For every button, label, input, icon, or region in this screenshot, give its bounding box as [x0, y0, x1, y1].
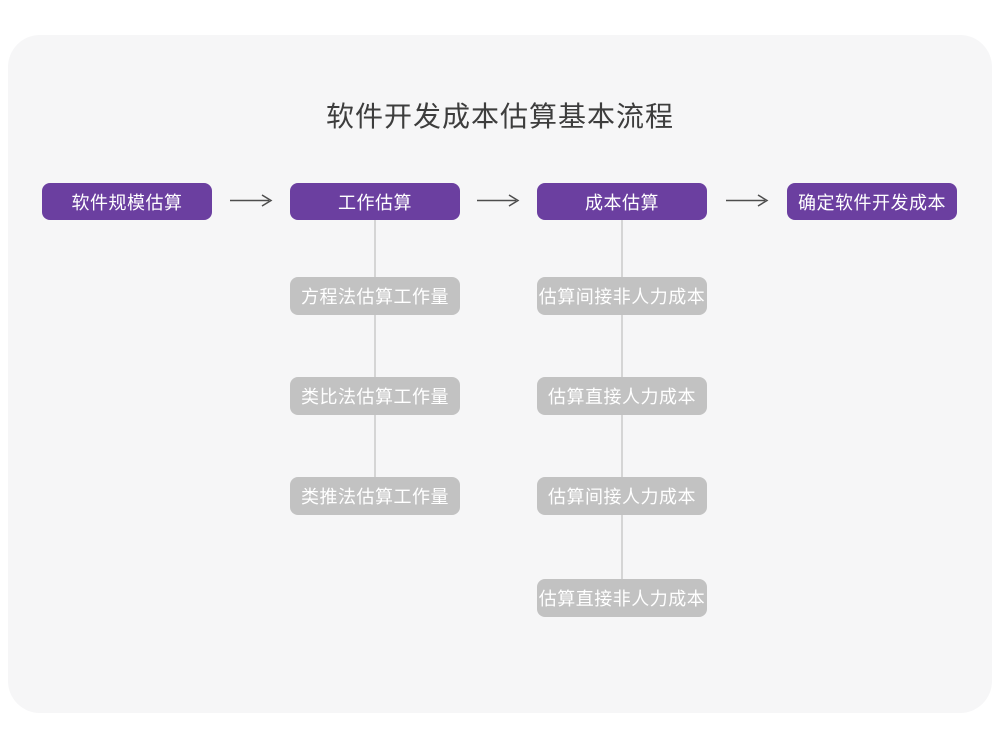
substep-indirect-nonlabor-cost: 估算间接非人力成本 — [537, 277, 707, 315]
step-work-estimation: 工作估算 — [290, 183, 460, 220]
substep-equation-method-workload: 方程法估算工作量 — [290, 277, 460, 315]
substep-analogy-method-workload: 类比法估算工作量 — [290, 377, 460, 415]
step-software-scale-estimation: 软件规模估算 — [42, 183, 212, 220]
arrow-right-icon — [477, 194, 520, 207]
substep-direct-labor-cost: 估算直接人力成本 — [537, 377, 707, 415]
step-cost-estimation: 成本估算 — [537, 183, 707, 220]
diagram-title: 软件开发成本估算基本流程 — [325, 101, 674, 132]
step-determine-development-cost: 确定软件开发成本 — [787, 183, 957, 220]
substep-indirect-labor-cost: 估算间接人力成本 — [537, 477, 707, 515]
arrow-right-icon — [726, 194, 769, 207]
arrow-right-icon — [230, 194, 273, 207]
substep-direct-nonlabor-cost: 估算直接非人力成本 — [537, 579, 707, 617]
connector-line-work-estimation — [374, 220, 376, 497]
substep-extrapolation-method-workload: 类推法估算工作量 — [290, 477, 460, 515]
diagram-card — [8, 35, 992, 713]
